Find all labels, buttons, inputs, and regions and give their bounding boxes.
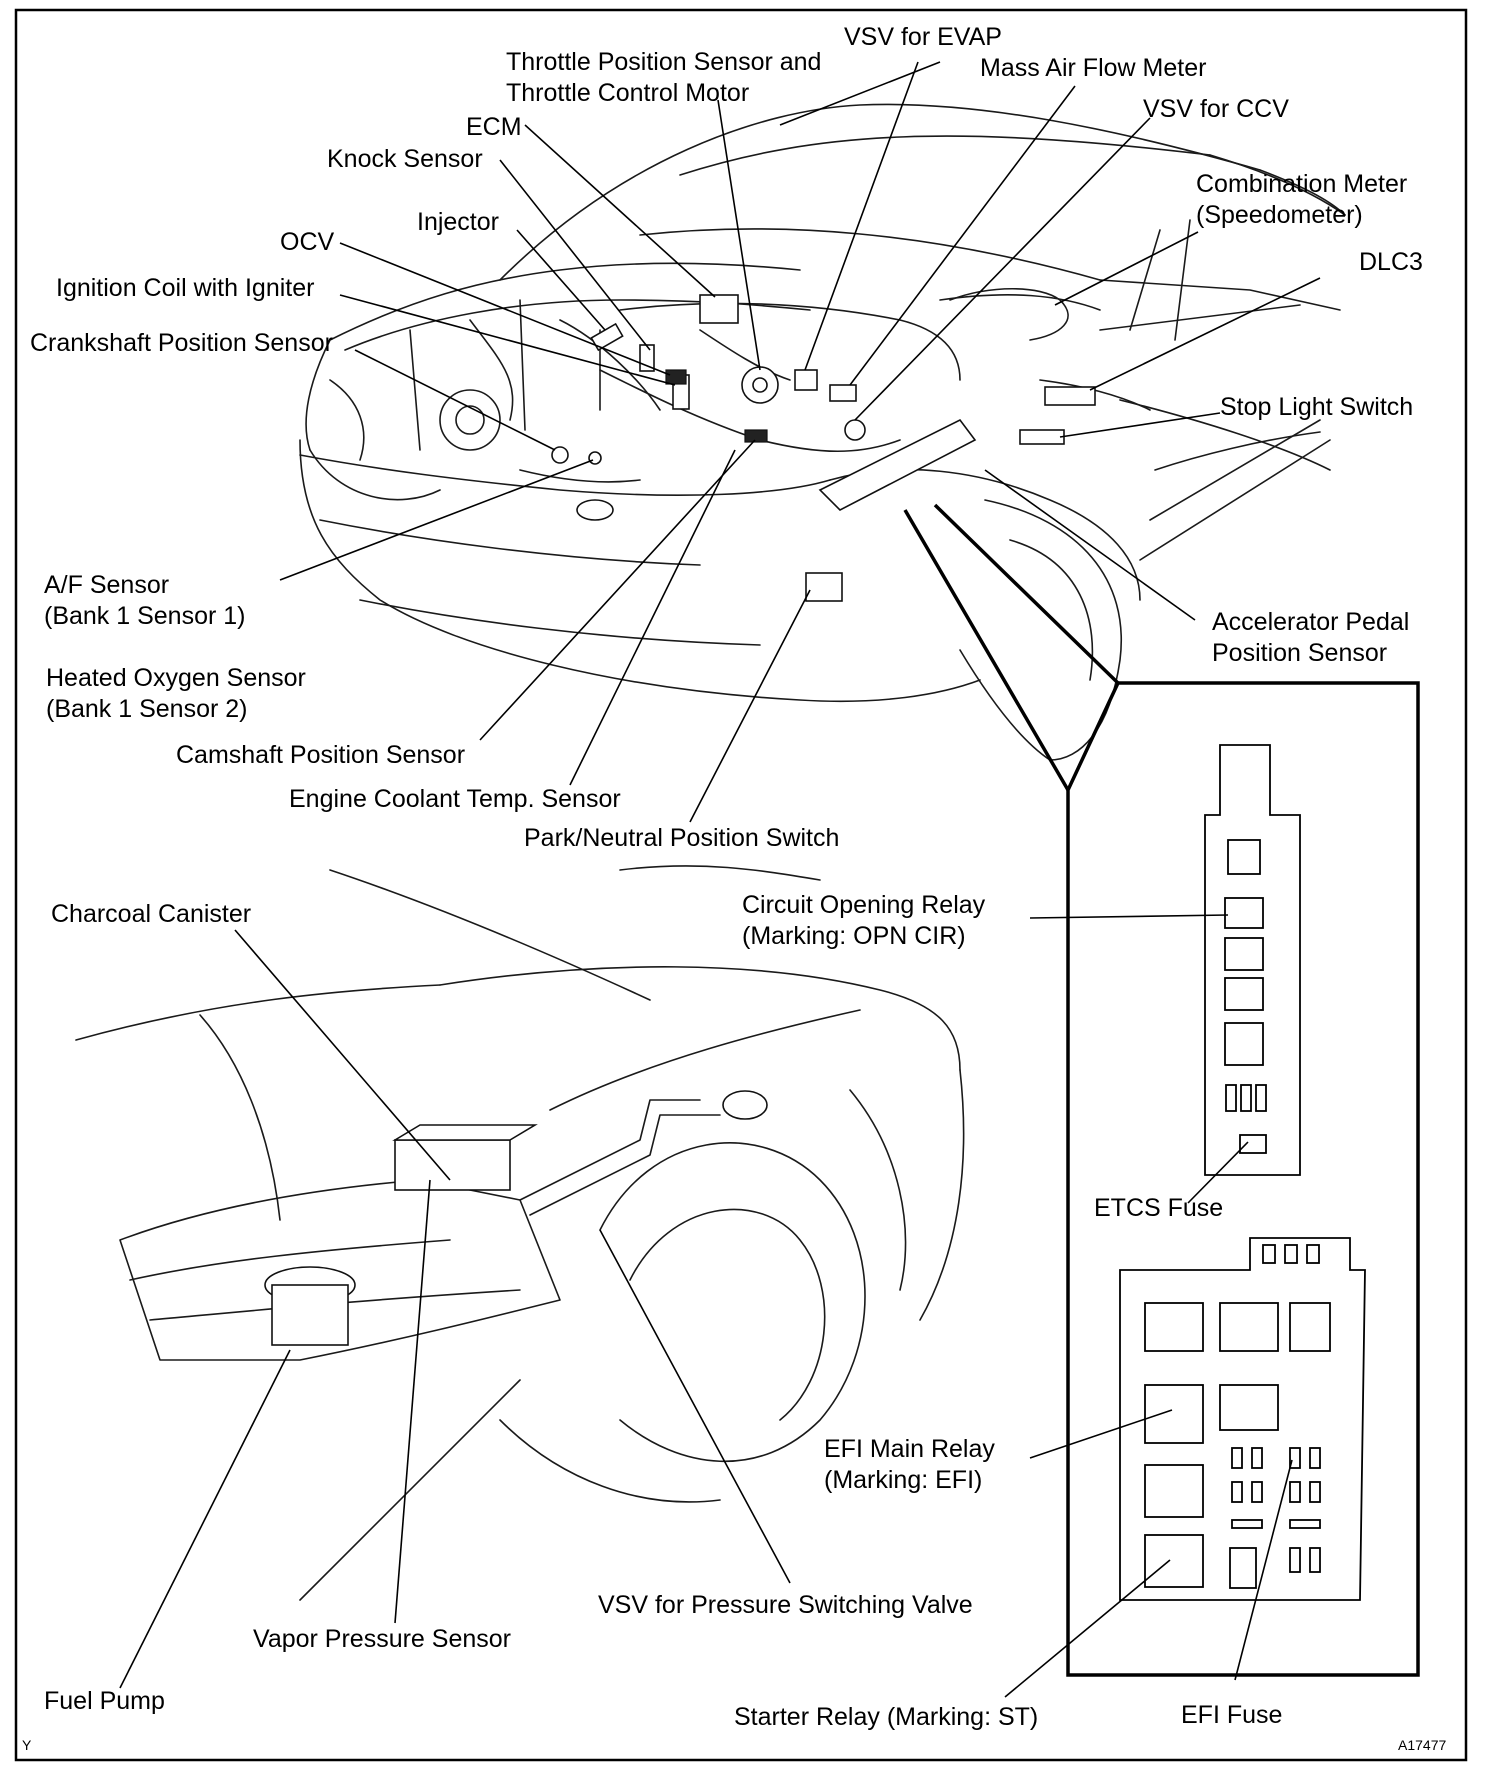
leader-lines — [119, 61, 1321, 1698]
label-efi-fuse: EFI Fuse — [1181, 1701, 1282, 1729]
label-park-neutral-position-switch: Park/Neutral Position Switch — [524, 824, 839, 852]
label-camshaft-position-sensor: Camshaft Position Sensor — [176, 741, 465, 769]
etcs-fuse-block — [1204, 744, 1301, 1176]
corner-mark: Y — [22, 1737, 32, 1753]
af-sensor-part — [588, 451, 602, 465]
charcoal-canister-part — [394, 1139, 511, 1191]
junction-block-part — [818, 418, 977, 511]
label-crankshaft-position-sensor: Crankshaft Position Sensor — [30, 329, 333, 357]
efi-relay-block — [1119, 1237, 1366, 1601]
injector-part — [590, 322, 624, 352]
label-circuit-opening-relay-line2: (Marking: OPN CIR) — [742, 922, 966, 950]
label-dlc3: DLC3 — [1359, 248, 1423, 276]
label-efi-main-relay-line1: EFI Main Relay — [824, 1435, 995, 1463]
label-throttle-line2: Throttle Control Motor — [506, 79, 749, 107]
pnp-switch-part — [805, 572, 843, 602]
label-vsv-pressure-switching-valve: VSV for Pressure Switching Valve — [598, 1591, 973, 1619]
label-vapor-pressure-sensor: Vapor Pressure Sensor — [253, 1625, 511, 1653]
label-af-sensor-line1: A/F Sensor — [44, 571, 169, 599]
inset-box — [1066, 681, 1420, 1677]
label-etcs-fuse: ETCS Fuse — [1094, 1194, 1223, 1222]
fuel-pump-body — [271, 1284, 349, 1346]
maf-part — [829, 384, 857, 402]
horn-part — [576, 499, 614, 521]
throttle-body-inner — [752, 377, 768, 393]
dlc3-part — [1044, 386, 1096, 406]
vsv-evap-part — [794, 369, 818, 391]
figure-id: A17477 — [1398, 1737, 1446, 1753]
label-fuel-pump: Fuel Pump — [44, 1687, 165, 1715]
label-starter-relay: Starter Relay (Marking: ST) — [734, 1703, 1038, 1731]
label-injector: Injector — [417, 208, 499, 236]
label-charcoal-canister: Charcoal Canister — [51, 900, 251, 928]
labels: VSV for EVAP Throttle Position Sensor an… — [22, 23, 1446, 1753]
canister-top — [392, 1124, 538, 1141]
front-car-illustration — [299, 103, 1346, 761]
label-heated-oxygen-sensor-line1: Heated Oxygen Sensor — [46, 664, 306, 692]
label-combination-meter-line2: (Speedometer) — [1196, 201, 1363, 229]
label-accelerator-pedal-line2: Position Sensor — [1212, 639, 1387, 667]
label-ignition-coil: Ignition Coil with Igniter — [56, 274, 314, 302]
label-circuit-opening-relay-line1: Circuit Opening Relay — [742, 891, 986, 919]
filler-cap — [722, 1090, 768, 1120]
label-ocv: OCV — [280, 228, 335, 256]
label-accelerator-pedal-line1: Accelerator Pedal — [1212, 608, 1409, 636]
label-efi-main-relay-line2: (Marking: EFI) — [824, 1466, 982, 1494]
outer-frame — [14, 8, 1468, 1762]
label-engine-coolant-temp-sensor: Engine Coolant Temp. Sensor — [289, 785, 621, 813]
label-stop-light-switch: Stop Light Switch — [1220, 393, 1413, 421]
ocv-part — [665, 369, 687, 385]
label-combination-meter-line1: Combination Meter — [1196, 170, 1407, 198]
engine-components — [551, 294, 1096, 602]
cam-sensor-part — [744, 429, 768, 443]
label-mass-air-flow-meter: Mass Air Flow Meter — [980, 54, 1206, 82]
crank-sensor-part — [551, 446, 569, 464]
label-knock-sensor: Knock Sensor — [327, 145, 483, 173]
label-ecm: ECM — [466, 113, 522, 141]
label-vsv-evap: VSV for EVAP — [844, 23, 1002, 51]
stop-light-switch-part — [1019, 429, 1065, 445]
label-heated-oxygen-sensor-line2: (Bank 1 Sensor 2) — [46, 695, 248, 723]
label-throttle-line1: Throttle Position Sensor and — [506, 48, 821, 76]
label-vsv-ccv: VSV for CCV — [1143, 95, 1289, 123]
ecm-unit — [699, 294, 739, 324]
vsv-ccv-part — [844, 419, 866, 441]
label-af-sensor-line2: (Bank 1 Sensor 1) — [44, 602, 246, 630]
relay-inset — [903, 503, 1420, 1677]
rear-car-illustration — [75, 865, 965, 1601]
